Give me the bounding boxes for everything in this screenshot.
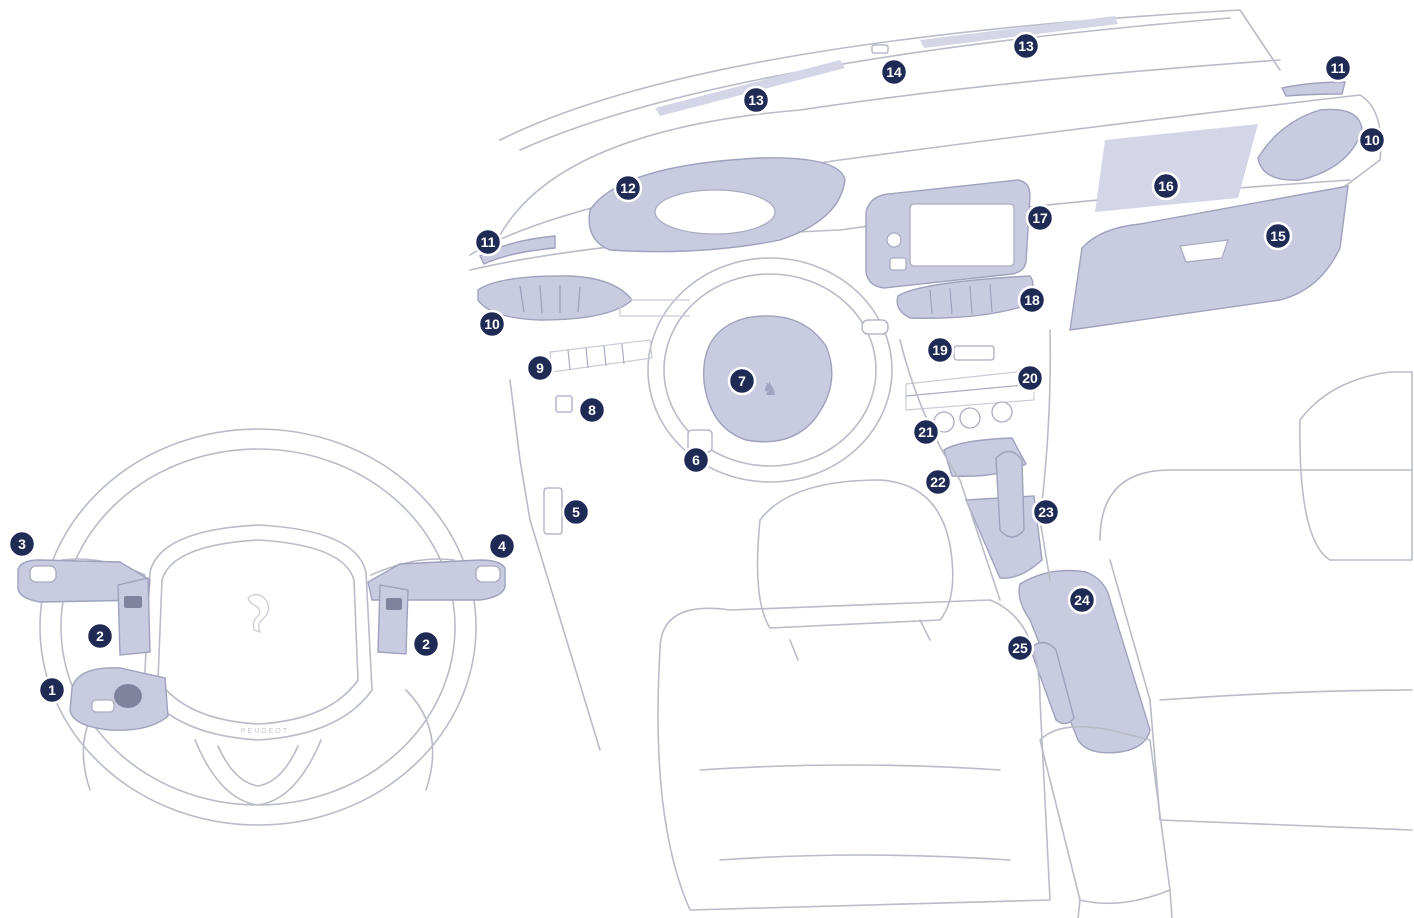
svg-text:16: 16 (1158, 178, 1174, 194)
callout-15: 15 (1263, 221, 1293, 251)
svg-text:18: 18 (1024, 292, 1040, 308)
svg-text:10: 10 (484, 316, 500, 332)
svg-text:24: 24 (1074, 592, 1090, 608)
callout-16: 16 (1151, 171, 1181, 201)
svg-text:23: 23 (1038, 504, 1054, 520)
callout-12: 12 (613, 173, 643, 203)
brand-text: PEUGEOT (241, 728, 289, 735)
svg-text:17: 17 (1032, 210, 1048, 226)
svg-text:13: 13 (748, 92, 764, 108)
svg-text:♞: ♞ (762, 379, 778, 399)
callout-9: 9 (525, 353, 555, 383)
svg-text:20: 20 (1022, 370, 1038, 386)
callouts: 1 2 2 3 4 5 6 7 8 9 10 10 11 11 12 13 13… (7, 31, 1387, 705)
svg-text:13: 13 (1018, 38, 1034, 54)
svg-text:14: 14 (886, 64, 902, 80)
callout-13-right: 13 (1011, 31, 1041, 61)
callout-22: 22 (923, 467, 953, 497)
svg-text:21: 21 (918, 424, 934, 440)
callout-14: 14 (879, 57, 909, 87)
svg-text:7: 7 (738, 373, 746, 389)
callout-2-left: 2 (85, 621, 115, 651)
svg-text:19: 19 (932, 342, 948, 358)
callout-17: 17 (1025, 203, 1055, 233)
callout-8: 8 (577, 395, 607, 425)
callout-21: 21 (911, 417, 941, 447)
callout-6: 6 (681, 445, 711, 475)
svg-text:25: 25 (1012, 640, 1028, 656)
svg-text:11: 11 (1331, 60, 1346, 76)
svg-text:2: 2 (422, 636, 430, 652)
callout-3: 3 (7, 529, 37, 559)
svg-text:6: 6 (692, 452, 700, 468)
callout-23: 23 (1031, 497, 1061, 527)
svg-text:12: 12 (620, 180, 636, 196)
callout-20: 20 (1015, 363, 1045, 393)
svg-text:3: 3 (18, 536, 26, 552)
callout-25: 25 (1005, 633, 1035, 663)
callout-4: 4 (487, 531, 517, 561)
steering-wheel-detail: PEUGEOT (17, 428, 506, 826)
callout-5: 5 (561, 497, 591, 527)
svg-text:2: 2 (96, 628, 104, 644)
callout-10-left: 10 (477, 309, 507, 339)
callout-11-right: 11 (1323, 53, 1353, 83)
svg-text:1: 1 (48, 682, 56, 698)
callout-7: 7 (727, 366, 757, 396)
callout-24: 24 (1067, 585, 1097, 615)
lion-logo-icon (247, 593, 270, 634)
callout-11-left: 11 (473, 227, 503, 257)
svg-text:4: 4 (498, 538, 506, 554)
callout-18: 18 (1017, 285, 1047, 315)
svg-text:9: 9 (536, 360, 544, 376)
callout-19: 19 (925, 335, 955, 365)
svg-text:15: 15 (1270, 228, 1286, 244)
callout-1: 1 (37, 675, 67, 705)
svg-text:22: 22 (930, 474, 946, 490)
callout-13-left: 13 (741, 85, 771, 115)
callout-10-right: 10 (1357, 125, 1387, 155)
svg-text:11: 11 (481, 234, 496, 250)
dashboard: ♞ (469, 9, 1413, 918)
callout-2-right: 2 (411, 629, 441, 659)
svg-text:8: 8 (588, 402, 596, 418)
svg-text:5: 5 (572, 504, 580, 520)
svg-text:10: 10 (1364, 132, 1380, 148)
